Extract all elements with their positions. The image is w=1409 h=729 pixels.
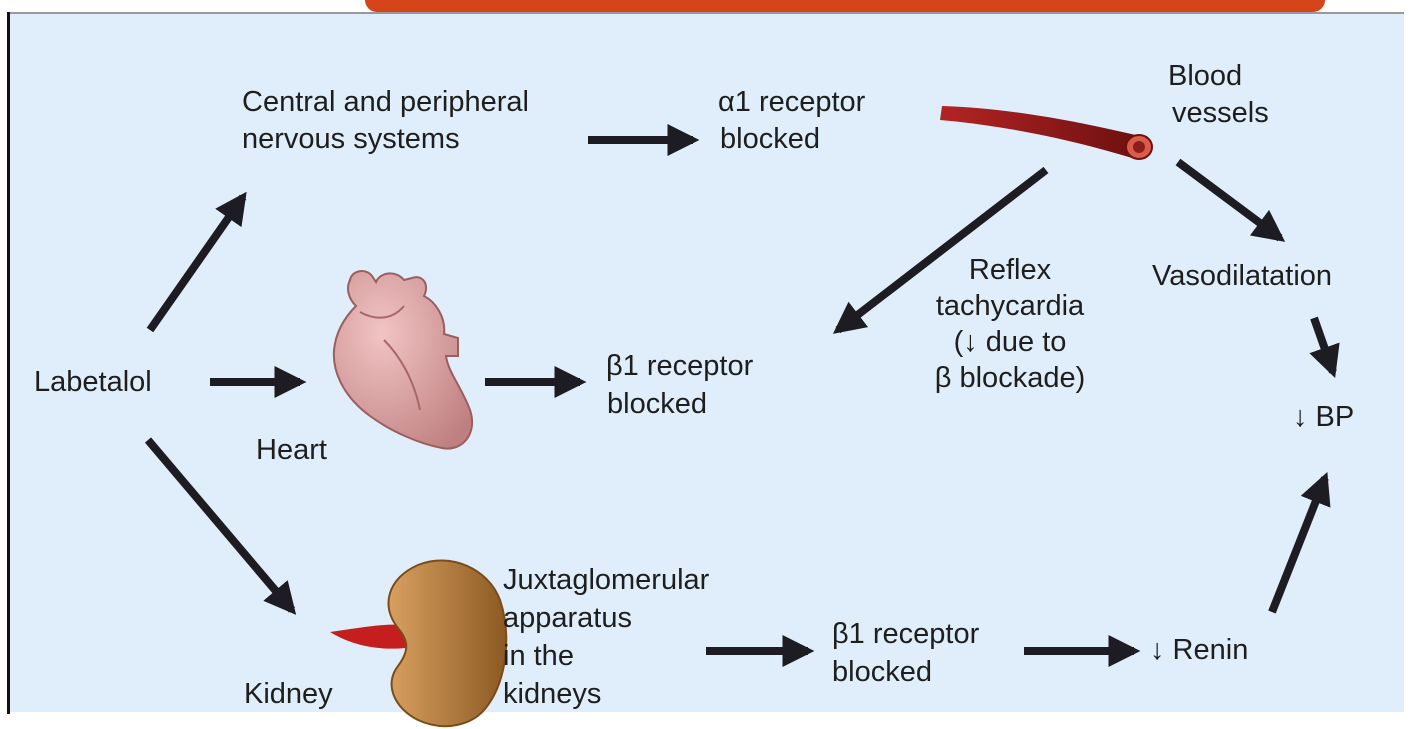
label-jga-line4: kidneys [503,674,601,714]
label-reflex-line4: β blockade) [900,358,1120,398]
arrow-vessel-to-vasodilatation [1178,162,1280,238]
label-jga-line3: in the [503,636,574,676]
arrow-vasodilatation-to-bp [1314,318,1333,372]
label-blood-line2: vessels [1172,93,1269,133]
blood-vessel-illustration [940,106,1152,159]
label-jga-line2: apparatus [503,598,632,638]
label-cns-line1: Central and peripheral [242,82,529,122]
label-reflex-line2: tachycardia [900,286,1120,326]
label-beta-heart-line1: β1 receptor [606,346,753,386]
label-beta-kidney-line1: β1 receptor [832,614,979,654]
label-renin: ↓ Renin [1150,630,1248,670]
label-beta-kidney-line2: blocked [832,652,932,692]
label-heart: Heart [256,430,327,470]
label-alpha-line1: α1 receptor [718,82,865,122]
label-alpha-line2: blocked [720,119,820,159]
arrows [148,140,1333,651]
arrow-renin-to-bp [1272,478,1325,612]
label-kidney: Kidney [244,674,333,714]
label-reflex-line1: Reflex [900,250,1120,290]
kidney-illustration [330,560,506,726]
label-bp: ↓ BP [1293,397,1354,437]
label-blood-line1: Blood [1168,56,1242,96]
label-labetalol: Labetalol [34,362,152,402]
label-vasodilatation: Vasodilatation [1152,256,1332,296]
label-jga-line1: Juxtaglomerular [503,560,709,600]
arrow-labetalol-to-cns [150,197,243,330]
label-beta-heart-line2: blocked [607,384,707,424]
heart-illustration [334,271,472,448]
label-cns-line2: nervous systems [242,119,460,159]
label-reflex-line3: (↓ due to [900,322,1120,362]
